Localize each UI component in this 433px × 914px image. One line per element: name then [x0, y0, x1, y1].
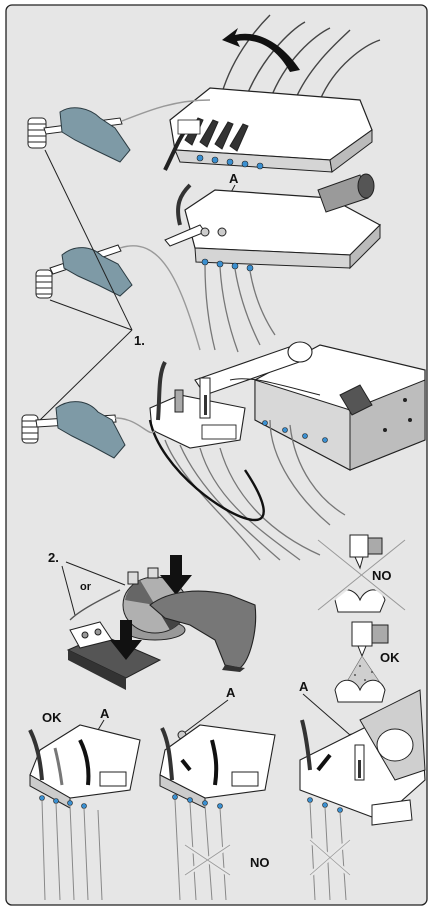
curved-arrow-icon [222, 28, 300, 72]
label-a-bottom-right: A [299, 679, 309, 694]
arrow-down-icon [110, 620, 142, 660]
brush-icon [27, 117, 47, 149]
hand-handpiece-2 [35, 244, 201, 351]
unit-bottom-middle: A NO [159, 685, 276, 901]
light-icon [317, 173, 375, 213]
spray-test-ok: OK [334, 621, 400, 703]
gloved-hand-icon [55, 401, 126, 459]
label-a-top: A [229, 171, 239, 186]
label-ok-right: OK [380, 650, 400, 665]
brush-icon [35, 269, 53, 299]
teeth-icon [334, 679, 386, 703]
arrow-down-icon [160, 555, 192, 595]
label-no-bottom: NO [250, 855, 270, 870]
label-or: or [80, 581, 92, 593]
gloved-hand-icon [61, 247, 133, 297]
unit-bottom-left: OK A [28, 706, 141, 901]
hand-handpiece-1 [27, 99, 211, 163]
label-a-bottom-mid: A [226, 685, 236, 700]
pedal-icon [66, 621, 162, 690]
unit-bottom-right: A [299, 679, 426, 901]
gloved-hand-icon [59, 107, 131, 163]
label-no-top: NO [372, 568, 392, 583]
delivery-unit-arm [148, 341, 426, 561]
hand-handpiece-3 [21, 401, 156, 459]
label-step-2: 2. [48, 550, 59, 565]
brush-icon [21, 414, 39, 444]
label-ok-bottom: OK [42, 710, 62, 725]
foot-control-section: 2. or [48, 550, 257, 690]
label-step-1: 1. [134, 333, 145, 348]
delivery-unit-top [163, 14, 381, 173]
label-a-bottom-left: A [100, 706, 110, 721]
spray-test-no: NO [316, 534, 407, 613]
delivery-unit-middle [164, 173, 381, 353]
